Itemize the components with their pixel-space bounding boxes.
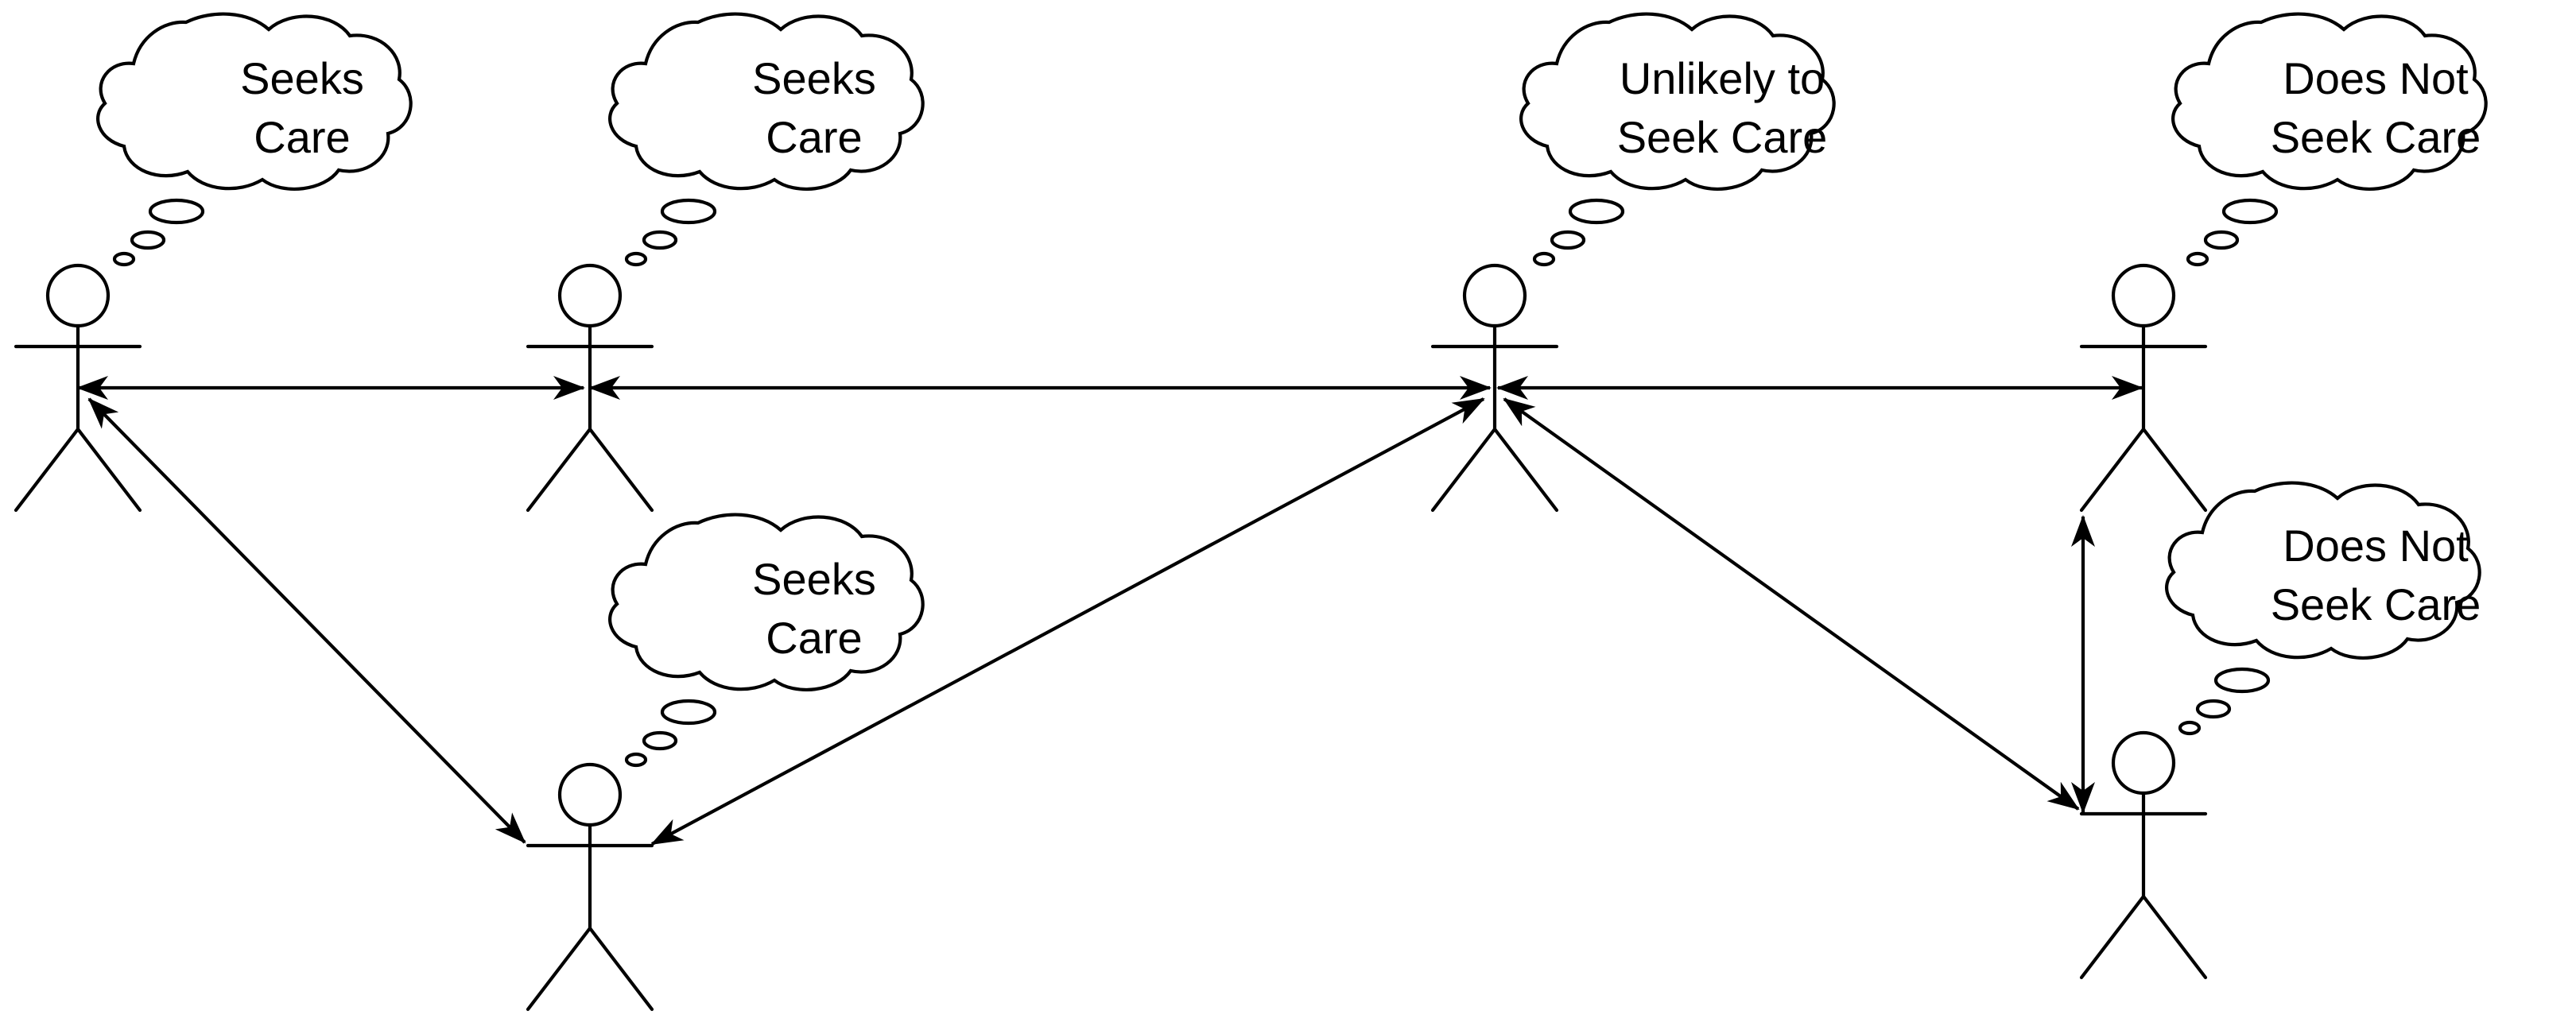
thought-cloud: Unlikely to Seek Care xyxy=(1519,12,1836,267)
thought-cloud: Seeks Care xyxy=(608,513,925,768)
thought-cloud: Seeks Care xyxy=(608,12,925,267)
thought-line-2: Care xyxy=(766,613,862,663)
thought-line-1: Does Not xyxy=(2283,521,2469,571)
connection-a1-a3 xyxy=(87,397,526,844)
stick-figure xyxy=(526,762,654,1012)
stick-figure xyxy=(2079,263,2208,513)
thought-line-1: Seeks xyxy=(752,53,876,103)
thought-line-1: Unlikely to xyxy=(1620,53,1825,103)
thought-line-1: Seeks xyxy=(752,554,876,604)
thought-cloud: Does Not Seek Care xyxy=(2165,481,2481,736)
thought-line-2: Seek Care xyxy=(2271,112,2481,162)
thought-cloud: Does Not Seek Care xyxy=(2171,12,2488,267)
stick-figure xyxy=(1430,263,1559,513)
thought-line-1: Does Not xyxy=(2283,53,2469,103)
actor-a3: Seeks Care xyxy=(526,513,925,1012)
connections-layer xyxy=(76,376,2143,846)
stick-figure xyxy=(2079,730,2208,980)
connection-a4-a6 xyxy=(1503,397,2080,811)
connection-a4-a3 xyxy=(650,397,1485,846)
actor-a5: Does Not Seek Care xyxy=(2079,12,2488,513)
stick-figure xyxy=(526,263,654,513)
thought-line-2: Seek Care xyxy=(2271,579,2481,629)
thought-line-2: Seek Care xyxy=(1617,112,1828,162)
thought-line-1: Seeks xyxy=(240,53,364,103)
stick-figure xyxy=(14,263,142,513)
actor-a2: Seeks Care xyxy=(526,12,925,513)
thought-cloud: Seeks Care xyxy=(96,12,413,267)
thought-line-2: Care xyxy=(254,112,350,162)
actor-a1: Seeks Care xyxy=(14,12,413,513)
thought-line-2: Care xyxy=(766,112,862,162)
actor-a4: Unlikely to Seek Care xyxy=(1430,12,1836,513)
actor-a6: Does Not Seek Care xyxy=(2079,481,2481,980)
